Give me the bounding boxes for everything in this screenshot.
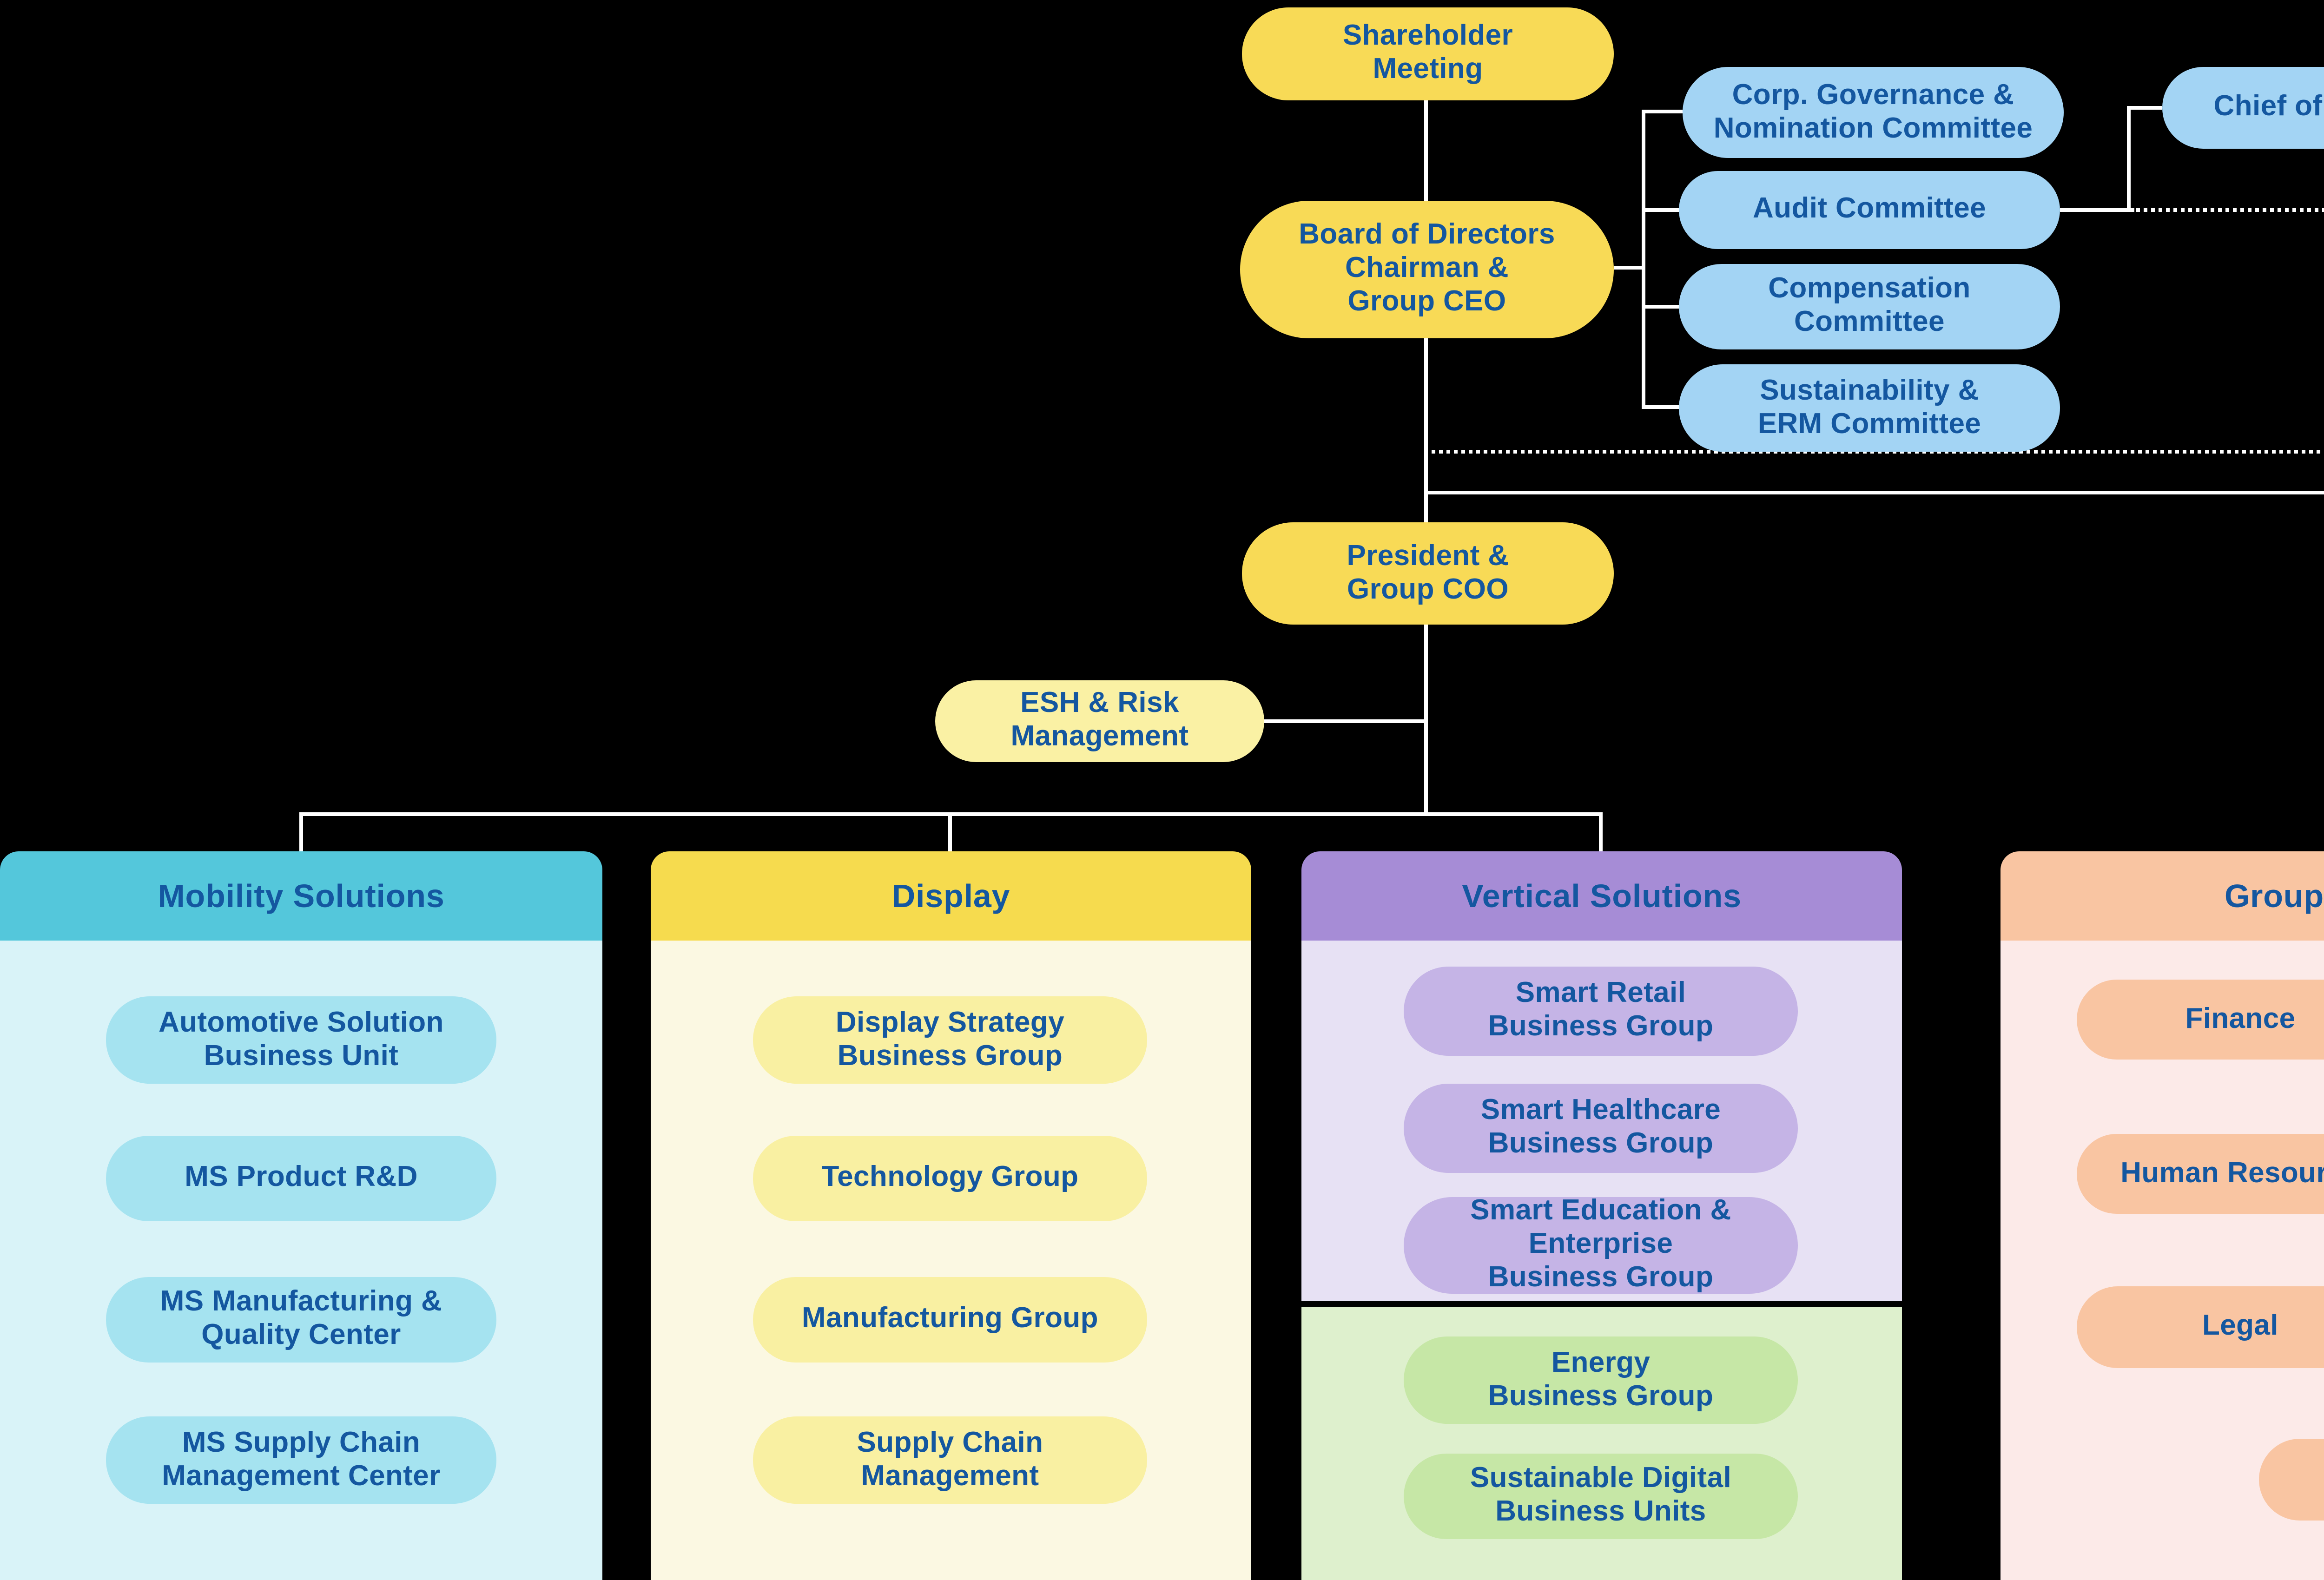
connector-stub-display — [948, 812, 952, 851]
unit-ms-product-rd: MS Product R&D — [106, 1136, 496, 1221]
connector-board-committees — [1614, 266, 1645, 270]
unit-auditing: Auditing — [2259, 1439, 2324, 1521]
unit-human-resource: Human Resource — [2077, 1134, 2324, 1214]
unit-ms-supply-chain: MS Supply Chain Management Center — [106, 1416, 496, 1504]
committee-audit: Audit Committee — [1679, 171, 2060, 249]
node-chief-of-compliance: Chief of Compliance — [2162, 67, 2324, 149]
dept-header-vertical-solutions: Vertical Solutions — [1301, 851, 1902, 941]
connector-president-down — [1424, 625, 1428, 814]
unit-smart-retail: Smart Retail Business Group — [1404, 967, 1798, 1056]
connector-board-president — [1424, 336, 1428, 522]
connector-stub-mobility — [299, 812, 303, 851]
connector-committees-bracket — [1642, 110, 1645, 409]
unit-sustainable-digital: Sustainable Digital Business Units — [1404, 1454, 1798, 1539]
unit-legal: Legal — [2077, 1286, 2324, 1368]
dept-header-mobility-solutions: Mobility Solutions — [0, 851, 602, 941]
connector-audit-compliance-v — [2127, 106, 2131, 212]
connector-stub-sustainability — [1642, 405, 1679, 409]
node-board-of-directors: Board of Directors Chairman & Group CEO — [1240, 201, 1614, 338]
unit-display-strategy: Display Strategy Business Group — [753, 996, 1147, 1084]
connector-audit-compliance-h — [2060, 208, 2131, 212]
unit-finance: Finance — [2077, 980, 2324, 1060]
unit-manufacturing-group: Manufacturing Group — [753, 1277, 1147, 1363]
committee-corp-governance-nomination: Corp. Governance & Nomination Committee — [1683, 67, 2064, 158]
dept-header-display: Display — [651, 851, 1251, 941]
unit-energy: Energy Business Group — [1404, 1336, 1798, 1424]
connector-stub-audit — [1642, 208, 1679, 212]
connector-stub-vertical — [1599, 812, 1603, 851]
unit-smart-education-enterprise: Smart Education & Enterprise Business Gr… — [1404, 1196, 1798, 1294]
committee-sustainability-erm: Sustainability & ERM Committee — [1679, 364, 2060, 452]
unit-smart-healthcare: Smart Healthcare Business Group — [1404, 1084, 1798, 1173]
dept-header-group-infrastructure: Group Infrastructure Unit — [2000, 851, 2324, 941]
node-esh-risk-management: ESH & Risk Management — [935, 680, 1264, 762]
node-president-group-coo: President & Group COO — [1242, 522, 1614, 625]
connector-ceo-infrastructure-h — [1424, 491, 2324, 494]
dotted-audit-right — [2131, 208, 2324, 212]
connector-compliance-stub — [2127, 106, 2162, 110]
unit-technology-group: Technology Group — [753, 1136, 1147, 1221]
connector-esh — [1264, 719, 1426, 723]
unit-supply-chain-management: Supply Chain Management — [753, 1416, 1147, 1504]
connector-shareholder-board — [1424, 100, 1428, 201]
unit-ms-manufacturing-quality: MS Manufacturing & Quality Center — [106, 1277, 496, 1363]
node-shareholder-meeting: Shareholder Meeting — [1242, 7, 1614, 100]
connector-stub-corp-governance — [1642, 110, 1683, 113]
committee-compensation: Compensation Committee — [1679, 264, 2060, 349]
connector-stub-compensation — [1642, 305, 1679, 309]
dotted-compliance-to-line — [1424, 450, 2324, 454]
unit-automotive-solution: Automotive Solution Business Unit — [106, 996, 496, 1084]
